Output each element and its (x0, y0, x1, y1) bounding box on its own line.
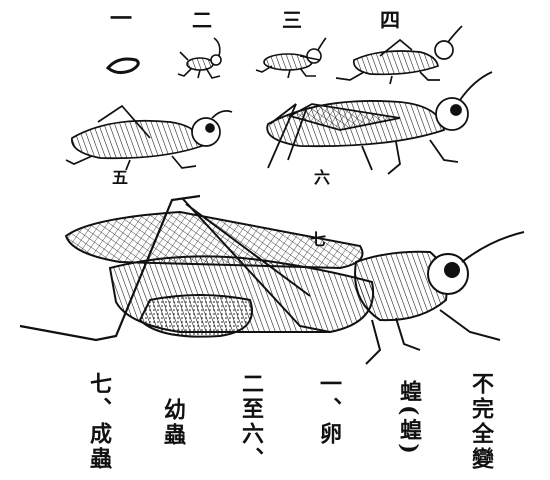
caption-title: 不完全變 (470, 372, 492, 472)
stage-label-7: 七 (310, 232, 326, 248)
stage-label-5: 五 (112, 170, 128, 186)
nymph-larger-icon (336, 26, 462, 84)
stage-label-2: 二 (192, 10, 212, 30)
caption-adult: 七、成蟲 (88, 372, 110, 472)
nymph-wing-buds-icon (66, 106, 232, 170)
nymph-small-icon (178, 38, 221, 78)
adult-grasshopper-icon (20, 196, 524, 364)
nymph-late-icon (267, 72, 492, 174)
stage-label-4: 四 (380, 10, 400, 30)
stage-label-1: 一 (110, 8, 132, 30)
egg-icon (108, 59, 138, 73)
stage-label-6: 六 (314, 170, 330, 186)
nymph-medium-icon (256, 38, 326, 78)
caption-subject: 蝗(蝗) (398, 380, 420, 457)
caption-egg: 一、卵 (318, 372, 340, 447)
caption-range: 二至六、 (240, 372, 262, 472)
caption-nymph: 幼蟲 (162, 398, 184, 448)
stage-label-3: 三 (282, 10, 302, 30)
